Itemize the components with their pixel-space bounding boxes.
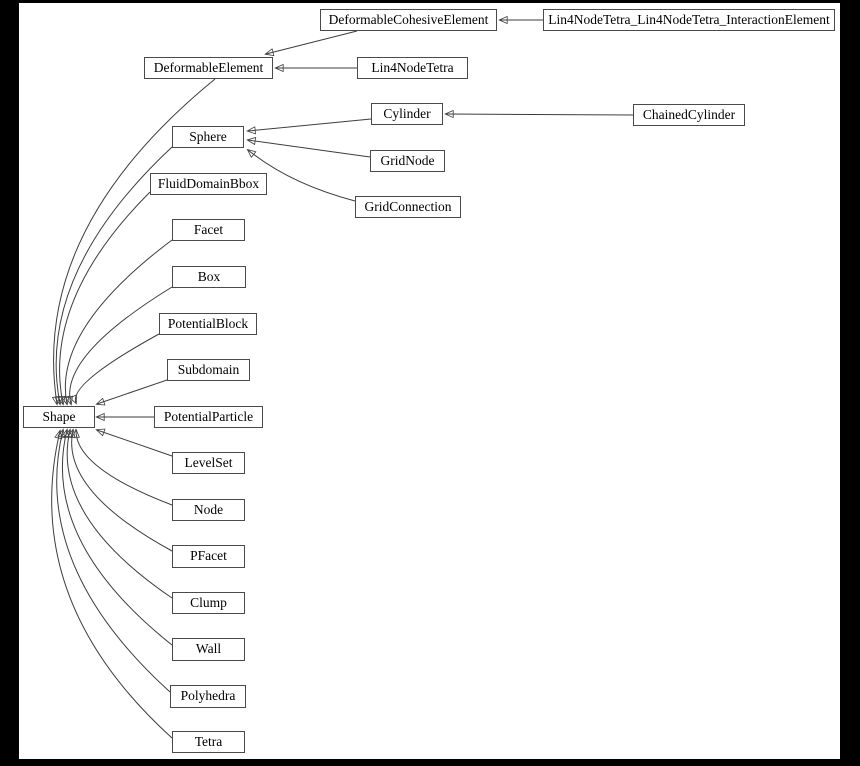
- node-box[interactable]: Box: [172, 266, 246, 288]
- node-deformable-element[interactable]: DeformableElement: [144, 57, 273, 79]
- node-deformable-cohesive-element[interactable]: DeformableCohesiveElement: [320, 9, 497, 31]
- node-pfacet[interactable]: PFacet: [172, 545, 245, 568]
- node-sphere[interactable]: Sphere: [172, 126, 244, 148]
- node-lin4nodetetra[interactable]: Lin4NodeTetra: [357, 57, 468, 79]
- node-levelset[interactable]: LevelSet: [172, 452, 245, 474]
- node-subdomain[interactable]: Subdomain: [167, 359, 250, 381]
- node-cylinder[interactable]: Cylinder: [371, 103, 443, 125]
- node-potentialparticle[interactable]: PotentialParticle: [154, 406, 263, 428]
- node-tetra[interactable]: Tetra: [172, 731, 245, 753]
- node-gridconnection[interactable]: GridConnection: [355, 196, 461, 218]
- node-shape[interactable]: Shape: [23, 406, 95, 428]
- node-chained-cylinder[interactable]: ChainedCylinder: [633, 104, 745, 126]
- node-facet[interactable]: Facet: [172, 219, 245, 241]
- node-lin4nodetetra-lin4nodetetra-interaction-element[interactable]: Lin4NodeTetra_Lin4NodeTetra_InteractionE…: [543, 9, 835, 31]
- node-fluiddomainbbox[interactable]: FluidDomainBbox: [150, 173, 267, 195]
- node-wall[interactable]: Wall: [172, 638, 245, 661]
- node-gridnode[interactable]: GridNode: [370, 150, 445, 172]
- node-node[interactable]: Node: [172, 499, 245, 521]
- node-clump[interactable]: Clump: [172, 592, 245, 614]
- node-polyhedra[interactable]: Polyhedra: [170, 685, 246, 708]
- node-potentialblock[interactable]: PotentialBlock: [159, 313, 257, 335]
